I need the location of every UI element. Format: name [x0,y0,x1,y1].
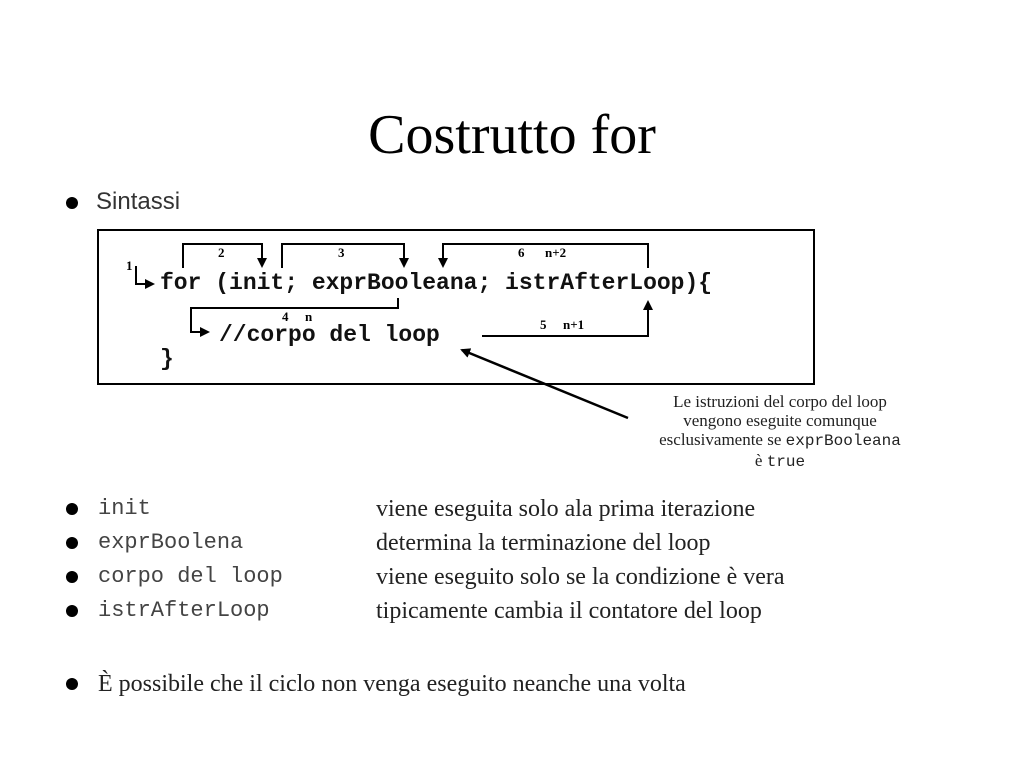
definition-description: viene eseguito solo se la condizione è v… [376,564,785,590]
step-label-6: 6 [518,245,525,260]
arrow-2 [182,243,267,268]
arrow-1 [135,266,155,289]
definition-row: corpo del loop viene eseguito solo se la… [0,564,1024,594]
bullet-dot [66,197,78,209]
annotation-line-3: esclusivamente se exprBooleana [610,430,950,451]
slide-title: Costrutto for [368,104,656,166]
annotation-line-2: vengono eseguite comunque [683,411,877,430]
sintassi-label: Sintassi [96,188,181,215]
step-label-6-count: n+2 [545,245,567,260]
definition-description: determina la terminazione del loop [376,530,711,556]
definition-description: tipicamente cambia il contatore del loop [376,598,762,624]
arrow-5 [482,300,653,337]
annotation-line-3-text: esclusivamente se [659,430,786,449]
arrow-3 [281,243,409,268]
definition-row: exprBoolena determina la terminazione de… [0,530,1024,560]
bullet-dot [66,571,78,583]
definition-term: istrAfterLoop [98,598,270,623]
code-line-body: //corpo del loop [219,322,440,348]
annotation-code-true: true [766,453,806,471]
step-label-2: 2 [218,245,225,260]
annotation-line-4: è true [610,451,950,472]
step-label-4-count: n [305,309,313,324]
definition-term: init [98,496,151,521]
annotation-note: Le istruzioni del corpo del loop vengono… [610,392,950,472]
arrow-6 [438,243,649,268]
definition-term: exprBoolena [98,530,244,555]
bullet-dot [66,605,78,617]
arrow-4 [190,298,399,337]
annotation-line-1: Le istruzioni del corpo del loop [673,392,887,411]
definition-description: viene eseguita solo ala prima iterazione [376,496,756,522]
code-box [97,229,815,385]
final-note: È possibile che il ciclo non venga esegu… [98,671,686,697]
step-label-5-count: n+1 [563,317,585,332]
step-label-1: 1 [126,258,133,273]
definition-row: istrAfterLoop tipicamente cambia il cont… [0,598,1024,628]
code-line-for: for (init; exprBooleana; istrAfterLoop){ [160,270,713,296]
bullet-dot [66,503,78,515]
step-label-5: 5 [540,317,547,332]
definition-term: corpo del loop [98,564,283,589]
code-line-close: } [160,346,174,372]
bullet-dot [66,537,78,549]
step-label-4: 4 [282,309,289,324]
step-label-3: 3 [338,245,345,260]
annotation-code-exprbooleana: exprBooleana [785,432,901,450]
annotation-arrow [460,348,629,420]
definition-row: init viene eseguita solo ala prima itera… [0,496,1024,526]
bullet-dot [66,678,78,690]
annotation-line-4-text: è [754,451,767,470]
